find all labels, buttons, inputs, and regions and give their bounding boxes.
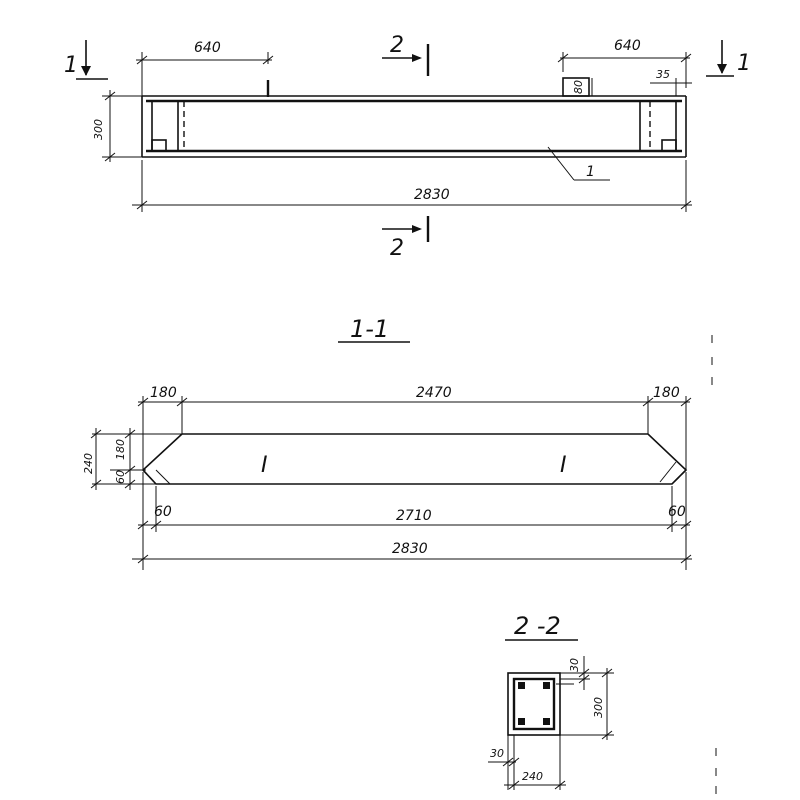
- dim-2830-plan: 2830: [132, 160, 692, 212]
- mark-right: I: [560, 453, 567, 478]
- margin-marks: [711, 335, 717, 794]
- rebar-bl: [518, 718, 525, 725]
- dim-30-top-label: 30: [568, 658, 581, 672]
- rebar-br: [543, 718, 550, 725]
- dim-2830-section-label: 2830: [392, 541, 428, 557]
- dim-col-left: 240 180 60: [82, 428, 186, 490]
- section-1-1: 1-1 180 2470 180 I I: [82, 315, 692, 570]
- plan-beam-body: [141, 95, 687, 158]
- dim-60-left-label: 60: [154, 504, 172, 520]
- section-1-1-title: 1-1: [350, 315, 389, 343]
- section-2-2-profile: [507, 672, 561, 736]
- dim-30-side-label: 30: [490, 747, 504, 760]
- dim-row-bottom: 60 2710 60 2830: [132, 472, 692, 570]
- section-2-2-title: 2 -2: [514, 612, 561, 640]
- section-marker-1-left: 1: [64, 40, 108, 80]
- dim-80-label: 80: [572, 80, 585, 94]
- dim-180-vert-label: 180: [114, 439, 127, 460]
- mark-left: I: [261, 453, 268, 478]
- section-marker-2-top: 2: [382, 33, 430, 76]
- dim-640-right: 640: [557, 38, 692, 88]
- callout-1: 1: [547, 146, 610, 181]
- section-marker-2-bottom: 2: [382, 216, 430, 261]
- dim-60-right-label: 60: [668, 504, 686, 520]
- dim-row-top: 180 2470 180: [137, 385, 692, 470]
- rebar-tl: [518, 682, 525, 689]
- section-marker-1-left-label: 1: [64, 53, 78, 78]
- dim-640-left: 640: [136, 40, 274, 97]
- dim-300-section: 300: [560, 668, 614, 740]
- section-marker-2-bottom-label: 2: [390, 236, 404, 261]
- dim-640-right-label: 640: [614, 38, 641, 54]
- dim-35: 35: [650, 68, 692, 96]
- dim-2470-label: 2470: [416, 385, 452, 401]
- dim-180-left-label: 180: [150, 385, 177, 401]
- dim-2830-plan-label: 2830: [414, 187, 450, 203]
- dim-300-section-label: 300: [592, 697, 605, 718]
- callout-1-label: 1: [586, 164, 595, 180]
- dim-640-left-label: 640: [194, 40, 221, 56]
- dim-240-section-label: 240: [522, 770, 543, 783]
- dim-bottom-section: 30 240: [488, 735, 566, 790]
- dim-2710-label: 2710: [396, 508, 432, 524]
- slot-80: 80: [562, 77, 593, 97]
- section-marker-1-right-label: 1: [737, 51, 751, 76]
- section-marker-1-right: 1: [706, 40, 751, 77]
- dim-300: 300: [92, 90, 148, 162]
- dim-35-label: 35: [656, 68, 670, 81]
- section-marker-2-top-label: 2: [390, 33, 404, 58]
- plan-view: 1 1 2 2: [64, 33, 751, 261]
- section-2-2: 2 -2 30 300: [488, 612, 614, 790]
- rebar-tr: [543, 682, 550, 689]
- dim-180-right-label: 180: [653, 385, 680, 401]
- dim-300-label: 300: [92, 119, 105, 140]
- dim-60-vert-label: 60: [114, 470, 127, 484]
- dim-240-label: 240: [82, 453, 95, 474]
- section-1-1-beam: I I: [141, 433, 688, 485]
